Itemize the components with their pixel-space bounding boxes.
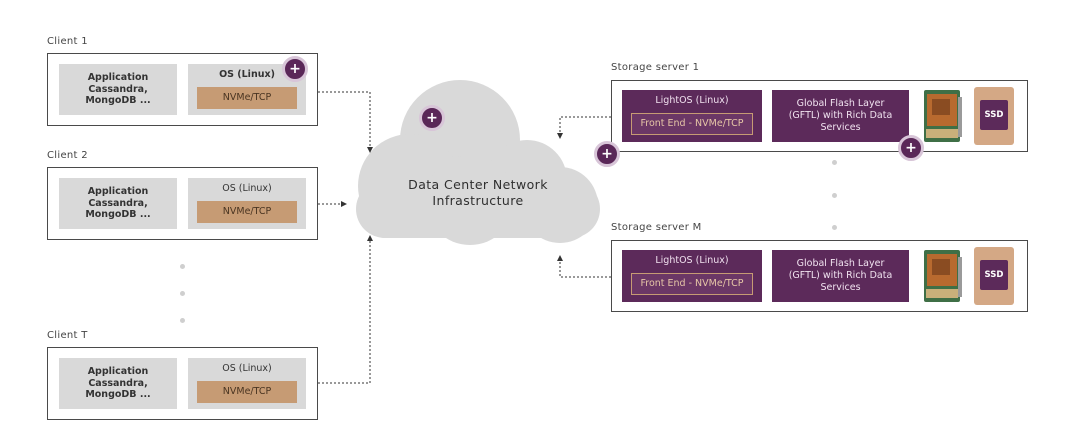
client-1-label: Client 1 — [47, 36, 88, 47]
server-m-lightos: LightOS (Linux) Front End - NVMe/TCP — [622, 250, 762, 302]
client-1-protocol: NVMe/TCP — [197, 87, 297, 109]
client-2-app: Application Cassandra, MongoDB ... — [59, 178, 177, 229]
client-t-os-title: OS (Linux) — [222, 363, 272, 374]
client-t-protocol: NVMe/TCP — [197, 381, 297, 403]
ellipsis-dot — [180, 318, 185, 323]
ssd-icon: SSD — [974, 87, 1014, 145]
client-1-connector — [318, 91, 373, 153]
cloud-label: Data Center Network Infrastructure — [378, 177, 578, 209]
server-m-frontend: Front End - NVMe/TCP — [631, 273, 753, 295]
server-m-lightos-title: LightOS (Linux) — [655, 255, 729, 266]
plus-icon: + — [594, 141, 620, 167]
circuit-board-icon — [922, 247, 964, 305]
server-1-lightos: LightOS (Linux) Front End - NVMe/TCP — [622, 90, 762, 142]
server-1-label: Storage server 1 — [611, 62, 700, 73]
client-t-label: Client T — [47, 330, 88, 341]
ssd-label: SSD — [980, 260, 1008, 290]
plus-icon: + — [419, 105, 445, 131]
server-1-frontend: Front End - NVMe/TCP — [631, 113, 753, 135]
server-1-lightos-title: LightOS (Linux) — [655, 95, 729, 106]
server-m-label: Storage server M — [611, 222, 702, 233]
client-2-box: Application Cassandra, MongoDB ... OS (L… — [47, 167, 318, 240]
client-2-app-text: Application Cassandra, MongoDB ... — [85, 186, 151, 221]
client-t-os: OS (Linux) NVMe/TCP — [188, 358, 306, 409]
ellipsis-dot — [832, 160, 837, 165]
ellipsis-dot — [832, 225, 837, 230]
client-1-os-title: OS (Linux) — [219, 69, 275, 80]
client-2-protocol: NVMe/TCP — [197, 201, 297, 223]
client-t-app-text: Application Cassandra, MongoDB ... — [85, 366, 151, 401]
ellipsis-dot — [180, 291, 185, 296]
network-cloud — [356, 80, 600, 245]
client-1-app: Application Cassandra, MongoDB ... — [59, 64, 177, 115]
circuit-board-icon — [922, 87, 964, 145]
client-2-label: Client 2 — [47, 150, 88, 161]
ssd-icon: SSD — [974, 247, 1014, 305]
server-1-box: LightOS (Linux) Front End - NVMe/TCP Glo… — [611, 80, 1028, 152]
client-t-connector — [318, 235, 373, 384]
server-1-gftl: Global Flash Layer (GFTL) with Rich Data… — [772, 90, 909, 142]
client-t-app: Application Cassandra, MongoDB ... — [59, 358, 177, 409]
plus-icon: + — [282, 56, 308, 82]
plus-icon: + — [898, 135, 924, 161]
ellipsis-dot — [180, 264, 185, 269]
cloud-label-line1: Data Center Network — [408, 177, 548, 192]
ellipsis-dot — [832, 193, 837, 198]
ssd-label: SSD — [980, 100, 1008, 130]
server-m-gftl: Global Flash Layer (GFTL) with Rich Data… — [772, 250, 909, 302]
client-2-os: OS (Linux) NVMe/TCP — [188, 178, 306, 229]
server-1-connector — [557, 116, 611, 139]
client-1-box: Application Cassandra, MongoDB ... OS (L… — [47, 53, 318, 126]
client-t-box: Application Cassandra, MongoDB ... OS (L… — [47, 347, 318, 420]
client-1-app-text: Application Cassandra, MongoDB ... — [85, 72, 151, 107]
server-m-connector — [557, 255, 611, 278]
client-2-os-title: OS (Linux) — [222, 183, 272, 194]
cloud-label-line2: Infrastructure — [432, 193, 524, 208]
server-m-box: LightOS (Linux) Front End - NVMe/TCP Glo… — [611, 240, 1028, 312]
